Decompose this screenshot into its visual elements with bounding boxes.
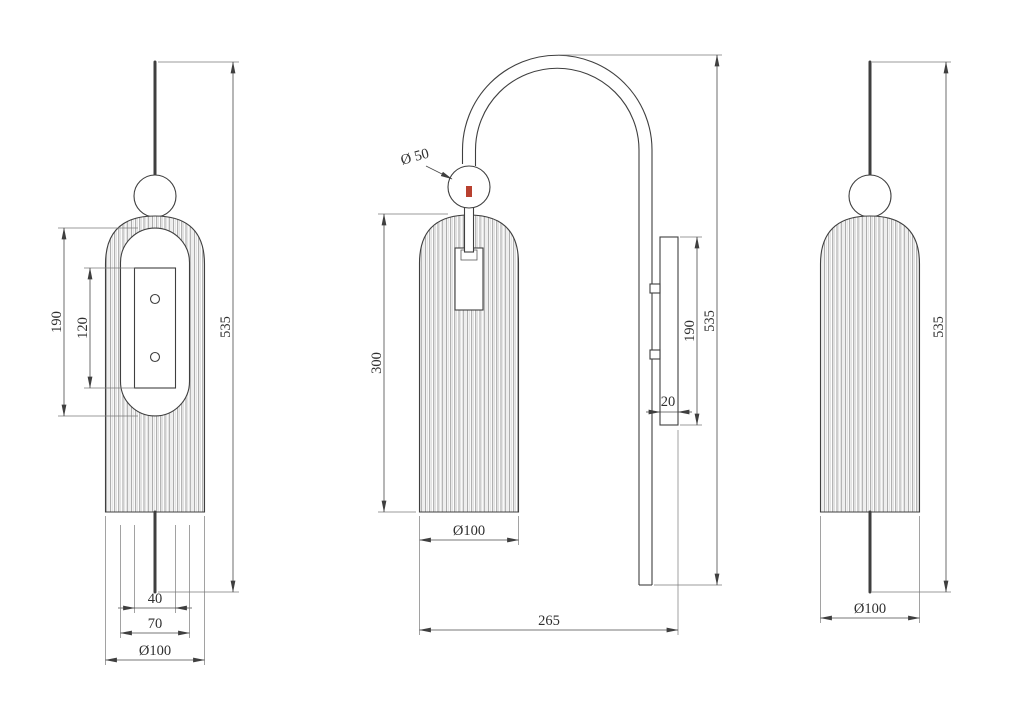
mount-bracket <box>133 267 177 389</box>
dim-front-shade-diameter: Ø100 <box>104 516 206 665</box>
dim-side-plate-thickness: 20 <box>646 394 692 415</box>
dim-label: 190 <box>682 320 698 342</box>
dim-back-shade-diameter: Ø100 <box>819 516 921 623</box>
dim-label: 535 <box>931 316 947 338</box>
back-view: 535 Ø100 <box>819 60 951 623</box>
dim-side-shade-diameter: Ø100 <box>418 516 520 545</box>
dim-front-bracket-height: 120 <box>75 267 135 389</box>
dim-label: Ø100 <box>854 601 886 617</box>
dim-label: Ø100 <box>139 643 171 659</box>
dim-front-oval-height: 190 <box>49 227 138 417</box>
dim-label: 70 <box>148 616 163 632</box>
dim-side-shade-height: 300 <box>369 213 448 513</box>
ribbed-shade <box>819 215 921 513</box>
curved-arm-inner <box>474 67 640 585</box>
dim-label: 20 <box>661 394 676 410</box>
dim-label: Ø 50 <box>399 146 431 169</box>
decorative-sphere <box>133 174 177 218</box>
mount-boss-bottom <box>649 349 661 360</box>
dim-front-bracket-width: 40 <box>118 525 192 613</box>
dim-front-oval-width: 70 <box>119 525 191 638</box>
wall-plate <box>659 236 679 426</box>
screw-hole-bottom <box>149 351 161 363</box>
dim-label: 535 <box>702 310 718 332</box>
dim-front-total-height: 535 <box>158 61 239 593</box>
screw-hole-top <box>149 293 161 305</box>
dim-side-total-height: 535 <box>558 54 722 586</box>
dim-label: 265 <box>538 613 560 629</box>
red-contact-mark <box>466 186 472 197</box>
dim-side-projection: 265 <box>418 430 679 635</box>
dim-label: 190 <box>49 311 65 333</box>
curved-arm-outer <box>461 54 653 585</box>
stem <box>463 203 475 253</box>
dim-label: 120 <box>75 317 91 339</box>
mount-boss-top <box>649 283 661 294</box>
dim-label: 40 <box>148 591 163 607</box>
side-view: Ø 50 300 Ø100 265 20 1 <box>369 54 722 635</box>
dim-side-plate-height: 190 <box>680 236 702 426</box>
dim-label: Ø100 <box>453 523 485 539</box>
decorative-sphere <box>848 174 892 218</box>
dim-label: 300 <box>369 352 385 374</box>
dim-side-ball-diameter: Ø 50 <box>399 146 453 180</box>
dim-back-total-height: 535 <box>872 61 951 593</box>
lamp-socket <box>454 247 484 311</box>
front-view: 190 120 535 40 70 <box>49 60 239 665</box>
dim-label: 535 <box>218 316 234 338</box>
